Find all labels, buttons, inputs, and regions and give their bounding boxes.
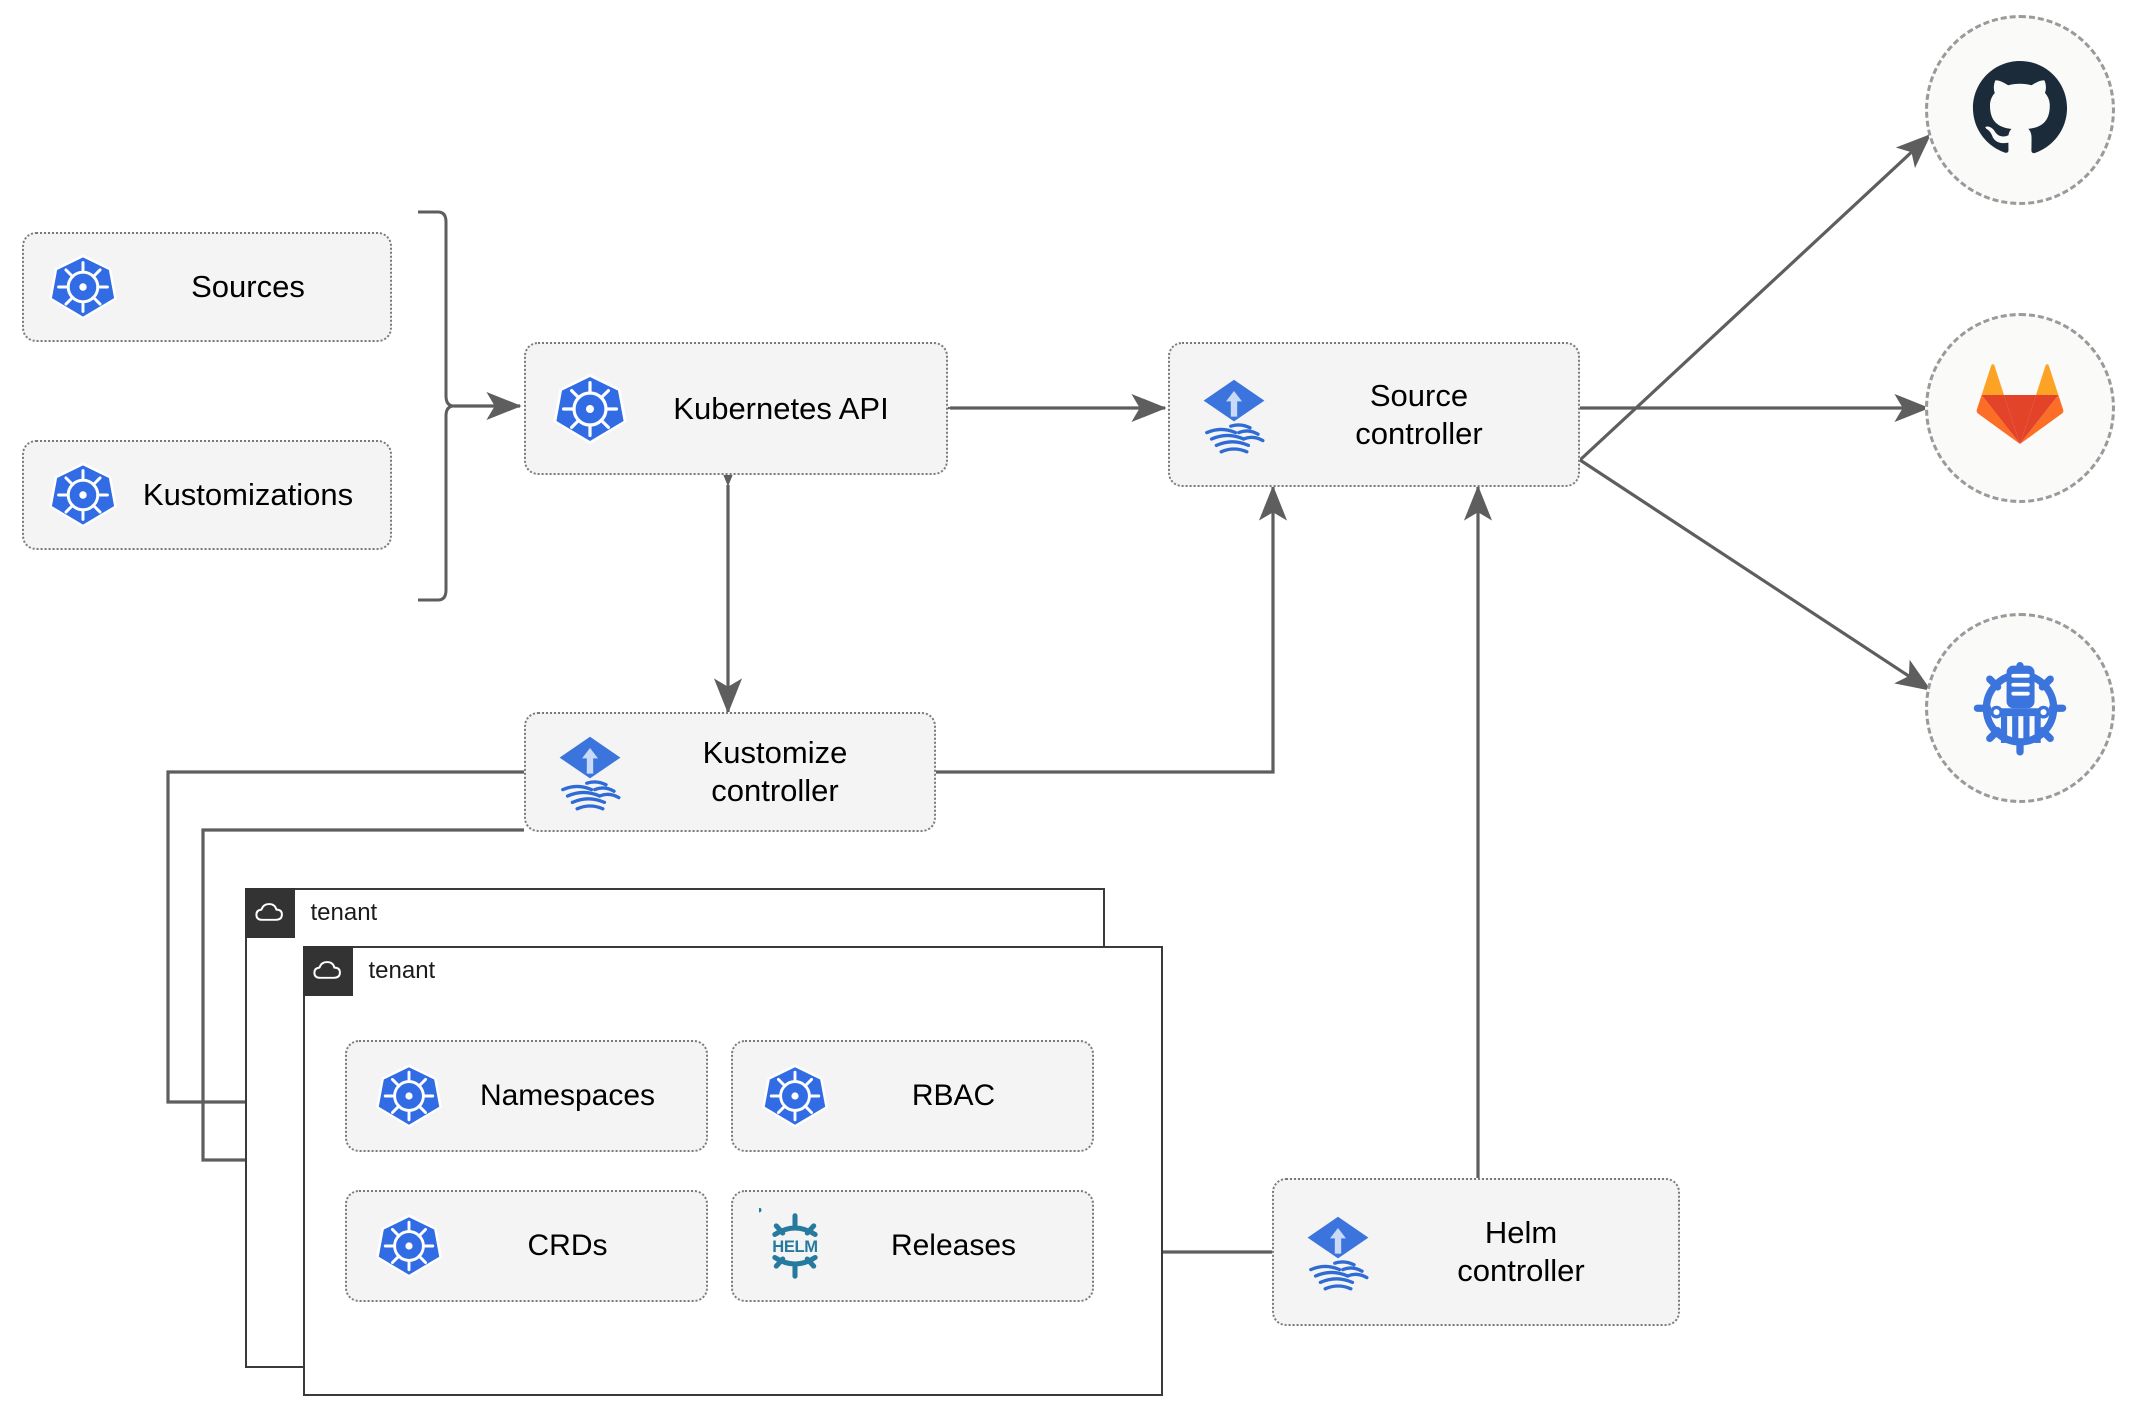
node-label: Source controller (1355, 377, 1483, 451)
node-source-controller[interactable]: Source controller (1168, 342, 1580, 487)
resource-crds[interactable]: CRDs (345, 1190, 708, 1302)
kubernetes-icon (373, 1060, 445, 1132)
kubernetes-icon (373, 1210, 445, 1282)
node-label: Kubernetes API (673, 390, 889, 426)
cloud-icon (302, 945, 353, 996)
node-sources[interactable]: Sources (22, 232, 392, 342)
tenant-titlebar: tenant (302, 945, 436, 996)
helm-icon: HELM (759, 1208, 831, 1282)
chart-repository-icon (1964, 650, 2076, 767)
kubernetes-icon (46, 250, 120, 324)
resource-label: RBAC (911, 1079, 996, 1112)
flux-icon (1194, 375, 1274, 455)
resource-label: CRDs (527, 1229, 608, 1262)
resource-label: Namespaces (479, 1079, 656, 1112)
tenant-label: tenant (310, 898, 378, 926)
resource-releases[interactable]: HELM Releases (731, 1190, 1094, 1302)
kubernetes-icon (550, 369, 630, 449)
tenant-label: tenant (368, 956, 436, 984)
node-kubernetes-api[interactable]: Kubernetes API (524, 342, 948, 475)
node-label: Kustomizations (142, 477, 354, 513)
external-source-chart-repository[interactable] (1925, 613, 2115, 803)
node-label: Kustomize controller (702, 735, 848, 808)
cloud-icon (244, 887, 295, 938)
github-icon (1964, 52, 2076, 169)
external-source-gitlab[interactable] (1925, 313, 2115, 503)
gitlab-icon (1970, 356, 2070, 461)
node-label: Sources (191, 269, 305, 305)
resource-label: Releases (890, 1229, 1017, 1262)
tenant-panel-inner[interactable]: tenant (302, 945, 1163, 1396)
node-label: Helm controller (1457, 1215, 1585, 1288)
tenant-titlebar: tenant (244, 887, 378, 938)
resource-namespaces[interactable]: Namespaces (345, 1040, 708, 1152)
flux-icon (1298, 1212, 1378, 1292)
node-kustomizations[interactable]: Kustomizations (22, 440, 392, 550)
external-source-github[interactable] (1925, 15, 2115, 205)
node-kustomize-controller[interactable]: Kustomize controller (524, 712, 936, 832)
kubernetes-icon (46, 458, 120, 532)
flux-icon (550, 732, 630, 812)
node-helm-controller[interactable]: Helm controller (1272, 1178, 1680, 1326)
svg-text:HELM: HELM (772, 1237, 817, 1256)
kubernetes-icon (759, 1060, 831, 1132)
resource-rbac[interactable]: RBAC (731, 1040, 1094, 1152)
